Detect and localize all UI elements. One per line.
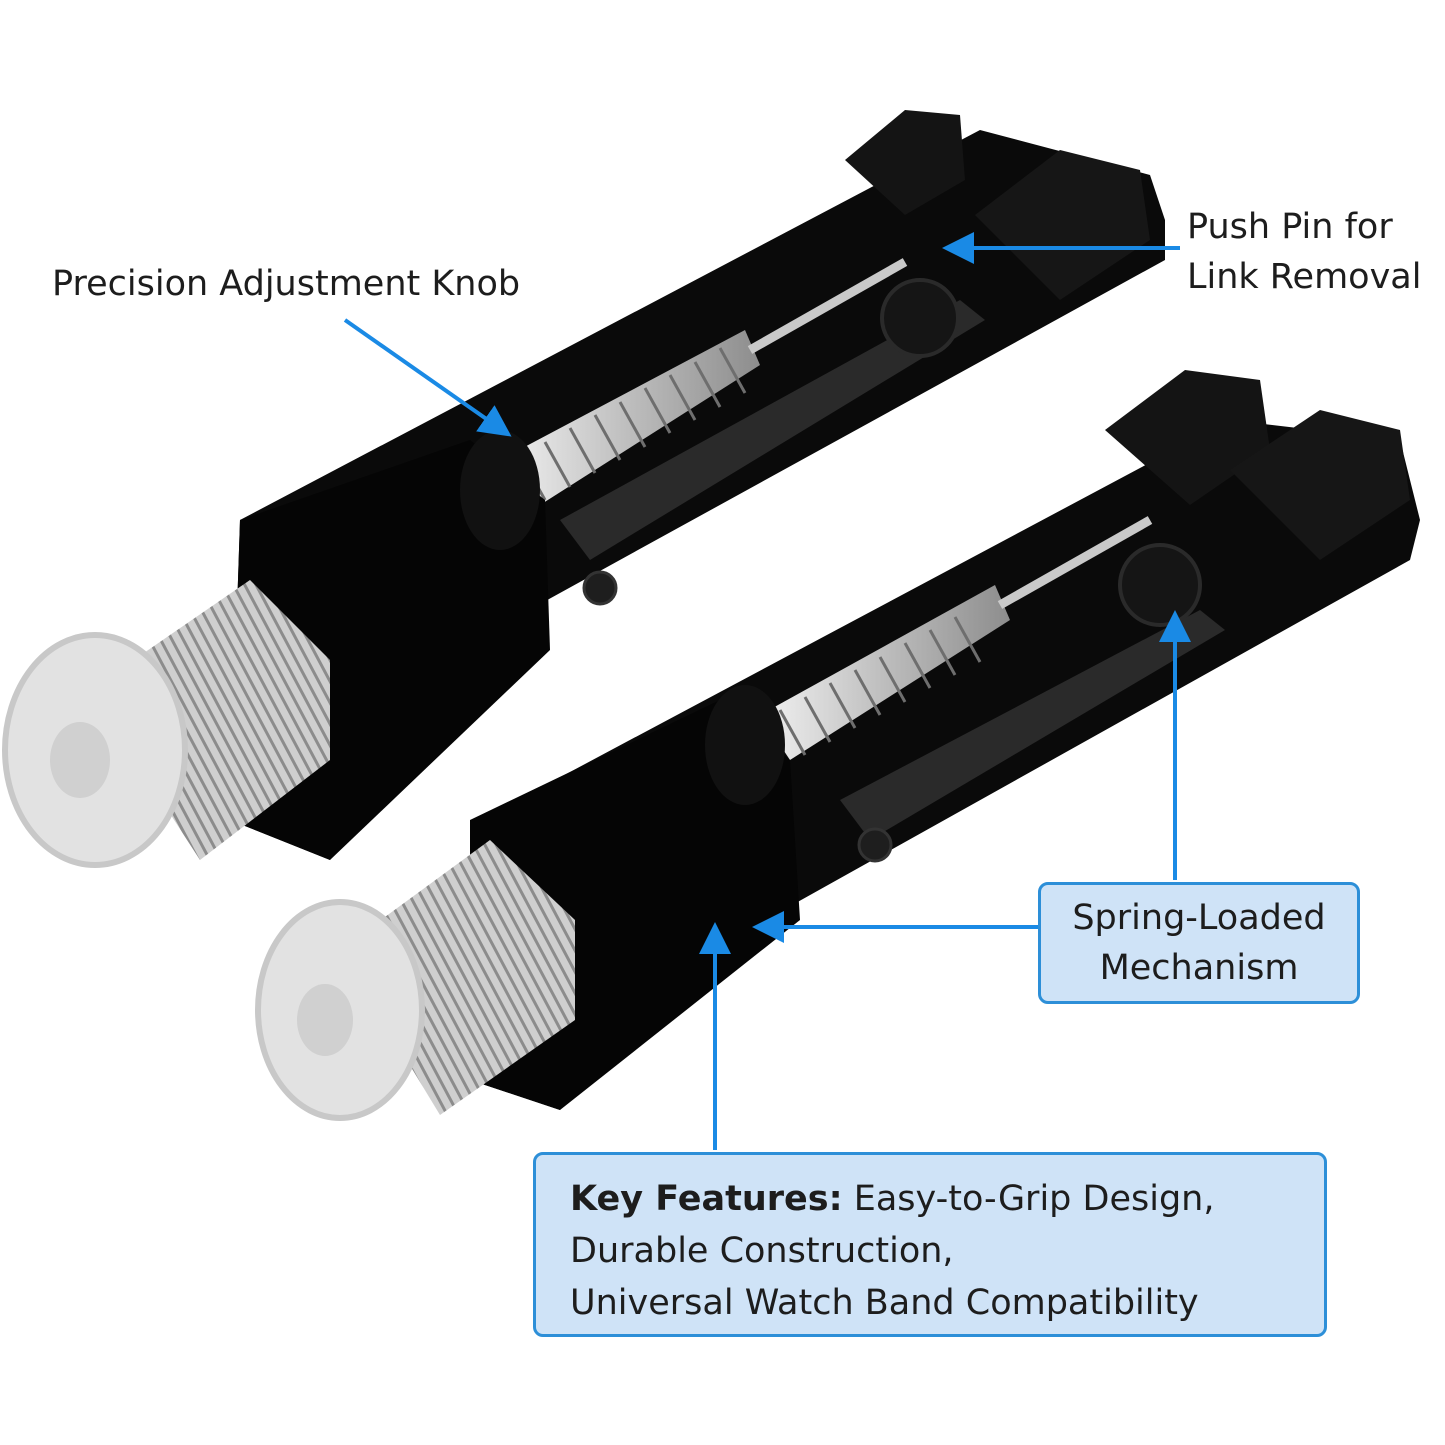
- callout-box-spring: Spring-Loaded Mechanism: [1038, 882, 1360, 1004]
- spring-coil-back: [500, 330, 760, 505]
- features-heading: Key Features:: [570, 1179, 843, 1219]
- label-precision-knob: Precision Adjustment Knob: [52, 264, 521, 304]
- features-item-1: Easy-to-Grip Design,: [853, 1179, 1215, 1219]
- arrow-knob: [343, 318, 512, 437]
- features-line-1: Key Features: Easy-to-Grip Design,: [570, 1173, 1324, 1225]
- callout-box-key-features: Key Features: Easy-to-Grip Design, Durab…: [533, 1152, 1327, 1337]
- link-remover-tool-back: [2, 110, 1165, 868]
- label-spring-line1: Spring-Loaded: [1072, 898, 1326, 938]
- features-item-2: Durable Construction,: [570, 1231, 954, 1271]
- callout-arrows: [343, 232, 1191, 1150]
- features-item-3: Universal Watch Band Compatibility: [570, 1283, 1199, 1323]
- label-spring-line2: Mechanism: [1099, 948, 1299, 988]
- label-push-pin-line2: Link Removal: [1187, 257, 1422, 297]
- spring-coil-front: [760, 585, 1010, 760]
- label-push-pin: Push Pin for Link Removal: [1187, 202, 1421, 302]
- label-push-pin-line1: Push Pin for: [1187, 207, 1393, 247]
